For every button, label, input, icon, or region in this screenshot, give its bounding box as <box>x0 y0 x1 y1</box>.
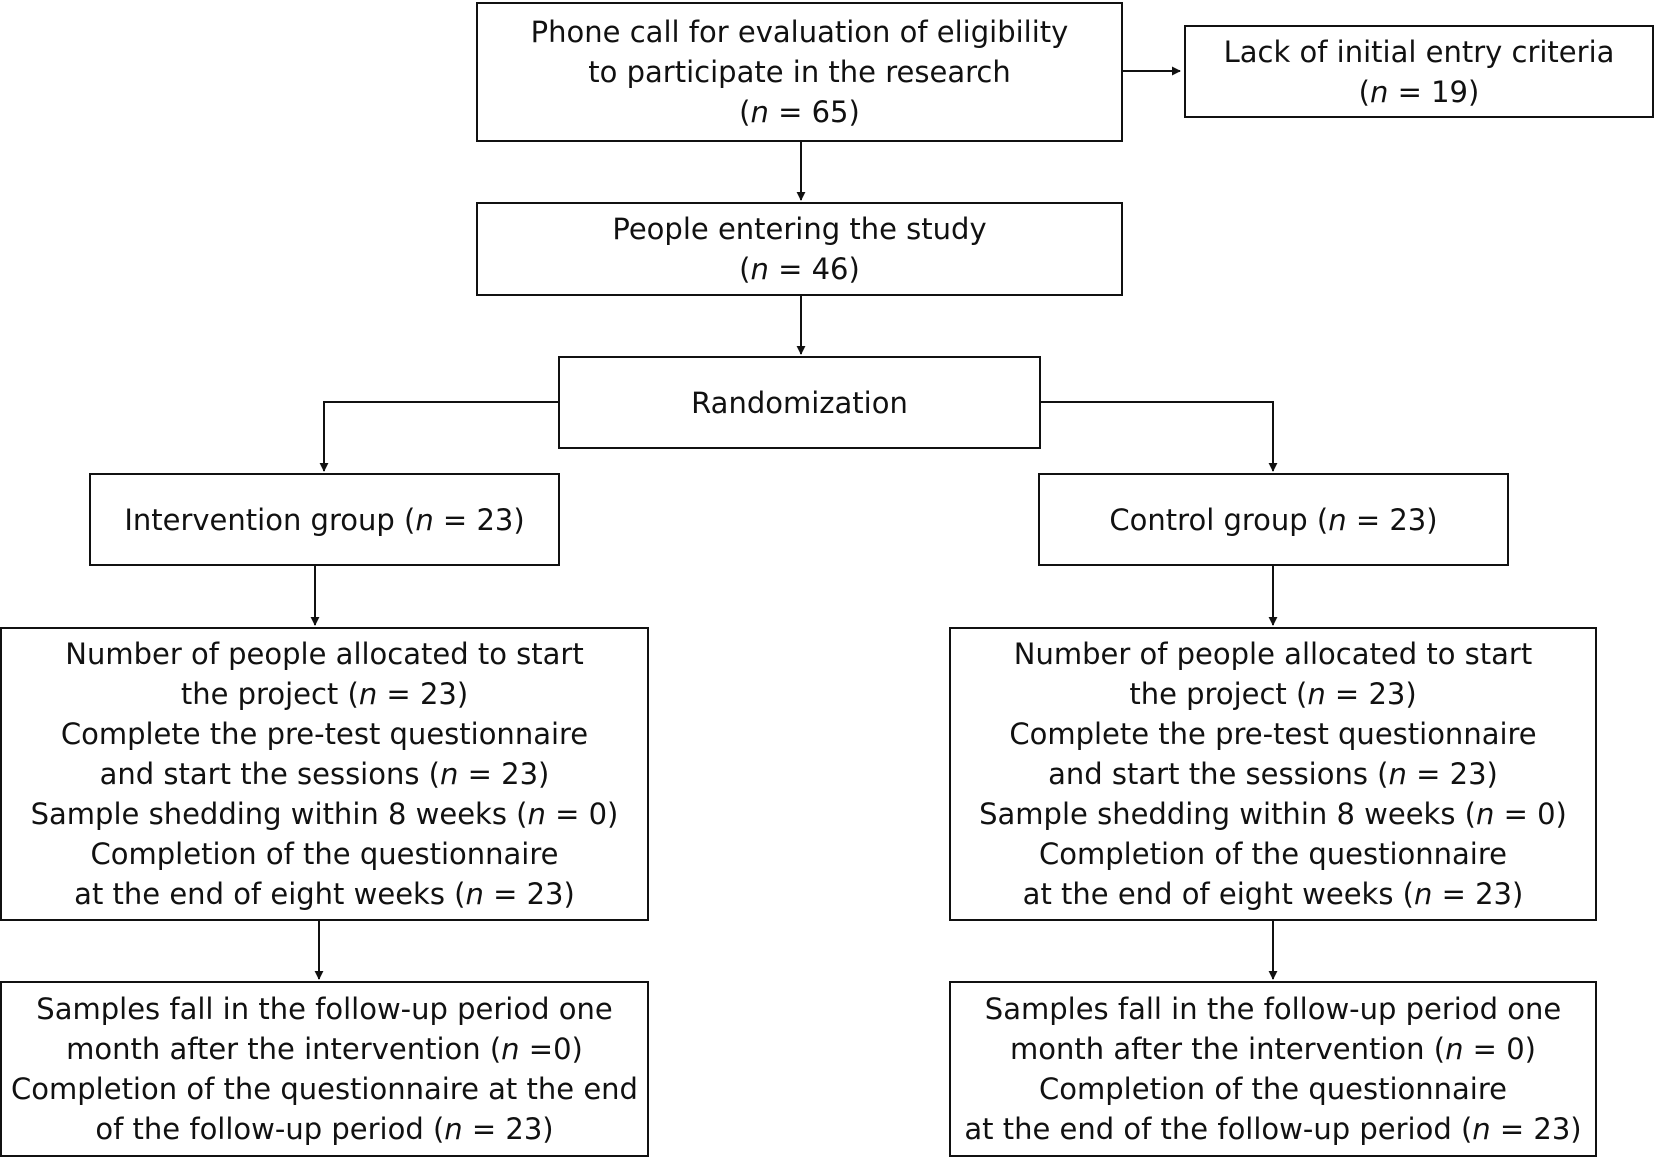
box-text-line: Completion of the questionnaire <box>1039 1072 1507 1106</box>
box-text-line: (n = 19) <box>1358 74 1480 109</box>
arrow-randomization-to-intervention <box>319 401 558 472</box>
control-group-box: Control group (n = 23) <box>1038 473 1509 566</box>
excluded-box: Lack of initial entry criteria (n = 19) <box>1184 25 1654 118</box>
box-text-line: Sample shedding within 8 weeks (n = 0) <box>979 797 1567 831</box>
box-text-line: month after the intervention (n =0) <box>66 1032 583 1066</box>
box-text-line: Samples fall in the follow-up period one <box>36 992 613 1026</box>
box-text-line: at the end of the follow-up period (n = … <box>964 1112 1582 1146</box>
box-text-line: People entering the study <box>612 212 987 246</box>
box-text-line: Randomization <box>691 385 908 420</box>
box-text-line: Sample shedding within 8 weeks (n = 0) <box>30 797 619 831</box>
screening-box: Phone call for evaluation of eligibility… <box>476 2 1123 142</box>
box-text-line: Phone call for evaluation of eligibility <box>530 15 1069 49</box>
box-text-line: (n = 46) <box>739 252 860 286</box>
enrolled-box: People entering the study (n = 46) <box>476 202 1123 296</box>
intervention-allocation-box: Number of people allocated to start the p… <box>0 627 649 921</box>
box-text-line: (n = 65) <box>739 95 860 129</box>
box-text-line: of the follow-up period (n = 23) <box>95 1112 554 1146</box>
control-allocation-box: Number of people allocated to start the p… <box>949 627 1597 921</box>
box-text-line: month after the intervention (n = 0) <box>1010 1032 1536 1066</box>
box-text-line: Number of people allocated to start <box>65 637 584 671</box>
box-text-line: at the end of eight weeks (n = 23) <box>74 877 575 911</box>
intervention-followup-box: Samples fall in the follow-up period one… <box>0 981 649 1157</box>
randomization-box: Randomization <box>558 356 1041 449</box>
box-text-line: Lack of initial entry criteria <box>1223 34 1615 69</box>
box-text-line: Completion of the questionnaire <box>1039 837 1507 871</box>
box-text-line: Complete the pre-test questionnaire <box>60 717 589 751</box>
box-text-line: and start the sessions (n = 23) <box>99 757 550 791</box>
box-text-line: Samples fall in the follow-up period one <box>984 992 1562 1026</box>
box-text-line: Completion of the questionnaire at the e… <box>11 1072 638 1106</box>
intervention-group-box: Intervention group (n = 23) <box>89 473 560 566</box>
box-text-line: Completion of the questionnaire <box>90 837 559 871</box>
arrow-randomization-to-control <box>1040 401 1278 472</box>
box-text-line: the project (n = 23) <box>1129 677 1417 711</box>
box-text-line: at the end of eight weeks (n = 23) <box>1022 877 1524 911</box>
box-text-line: and start the sessions (n = 23) <box>1048 757 1498 791</box>
control-followup-box: Samples fall in the follow-up period one… <box>949 981 1597 1157</box>
box-text-line: Intervention group (n = 23) <box>124 502 525 537</box>
box-text-line: Control group (n = 23) <box>1109 502 1438 537</box>
box-text-line: to participate in the research <box>588 55 1011 89</box>
box-text-line: Number of people allocated to start <box>1013 637 1533 671</box>
box-text-line: the project (n = 23) <box>180 677 469 711</box>
box-text-line: Complete the pre-test questionnaire <box>1009 717 1537 751</box>
